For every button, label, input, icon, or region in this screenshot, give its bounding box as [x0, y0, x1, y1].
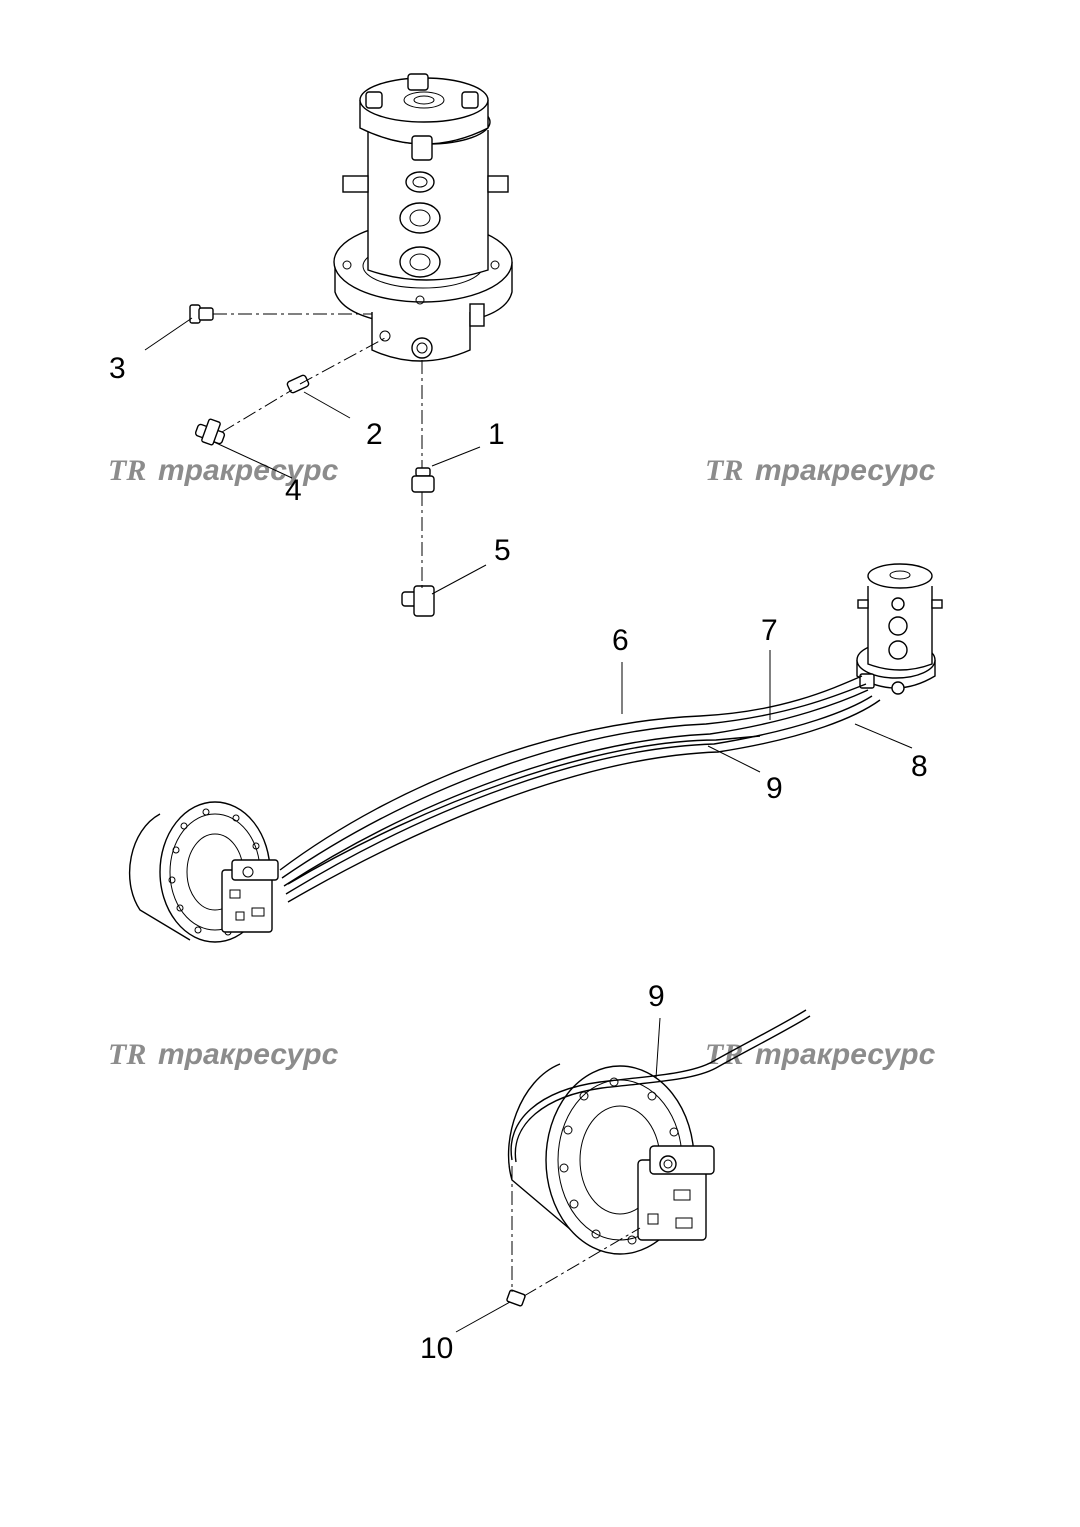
callout-8: 8: [911, 750, 928, 783]
callout-9: 9: [766, 772, 783, 805]
travel-motor-bottom-icon: [507, 1063, 715, 1255]
travel-motor-icon: [128, 801, 279, 943]
callout-6: 6: [612, 624, 629, 657]
fitting-4-icon: [194, 418, 226, 446]
watermark-logo: TR: [108, 454, 146, 487]
watermark-text: тракресурс: [755, 454, 936, 487]
swivel-joint-small-icon: [856, 563, 943, 695]
fitting-3-icon: [189, 304, 214, 324]
watermark-text: тракресурс: [755, 1038, 936, 1071]
callout-2: 2: [366, 418, 383, 451]
swivel-joint-icon: [333, 73, 513, 362]
watermark-logo: TR: [705, 454, 743, 487]
fitting-1-icon: [411, 467, 435, 493]
watermark-2: TR тракресурс: [705, 454, 936, 487]
watermark-4: TR тракресурс: [705, 1038, 936, 1071]
callout-5: 5: [494, 534, 511, 567]
watermark-text: тракресурс: [158, 1038, 339, 1071]
callout-7: 7: [761, 614, 778, 647]
callout-4: 4: [285, 474, 302, 507]
watermark-3: TR тракресурс: [108, 1038, 339, 1071]
callout-10: 10: [420, 1332, 453, 1365]
callout-1: 1: [488, 418, 505, 451]
fitting-5-icon: [401, 585, 435, 617]
hose-bundle-icon: [279, 675, 881, 903]
callout-3: 3: [109, 352, 126, 385]
callout-9-bottom: 9: [648, 980, 665, 1013]
watermark-1: TR тракресурс: [108, 454, 339, 487]
watermark-logo: TR: [108, 1038, 146, 1071]
watermark-text: тракресурс: [158, 454, 339, 487]
fitting-10-icon: [506, 1289, 526, 1307]
